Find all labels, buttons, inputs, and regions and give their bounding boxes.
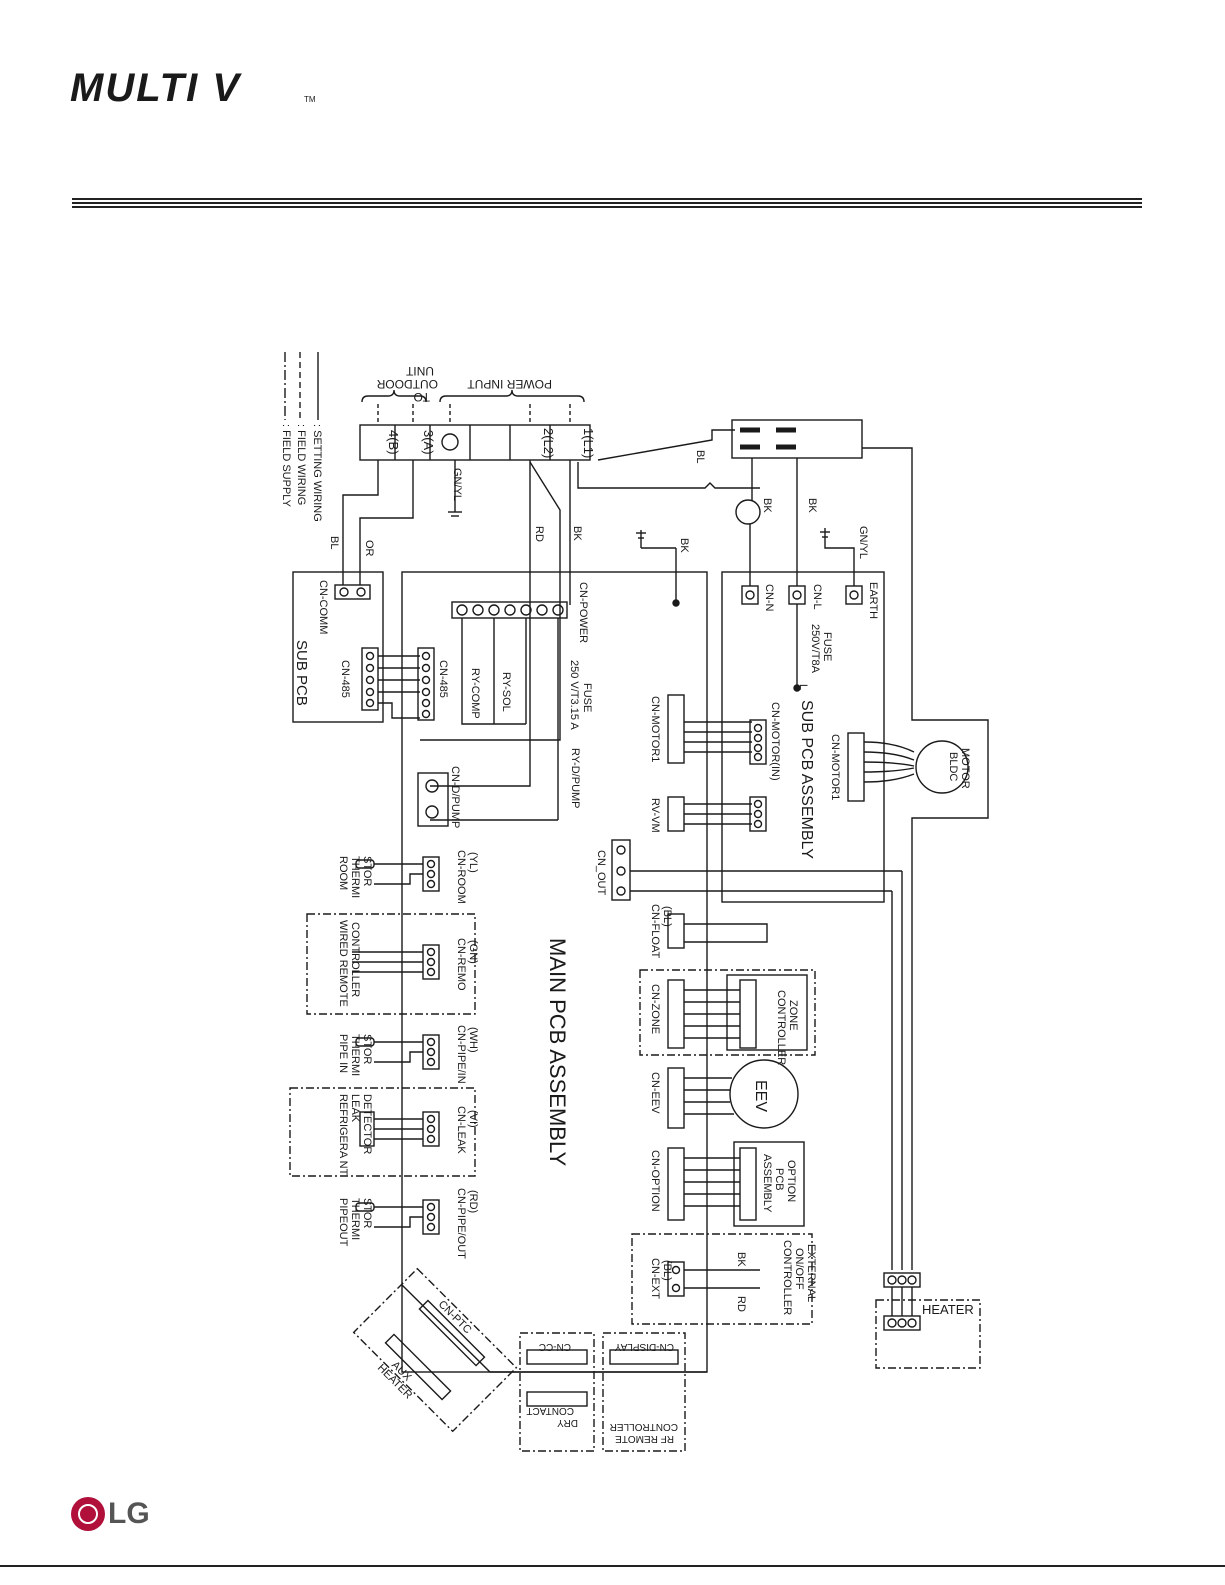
sub-assy-title: SUB PCB ASSEMBLY — [798, 700, 815, 859]
cn-dpump-label: CN-D/PUMP — [449, 766, 461, 828]
cn-motor1-sub-label: CN-MOTOR1 — [829, 734, 841, 800]
cn-n-label: CN-N — [763, 584, 775, 612]
wire-rd-ext: RD — [735, 1296, 747, 1312]
multi-v-logo-text: MULTI V — [70, 68, 242, 108]
wire-bk-2: BK — [678, 538, 690, 553]
legend-setting: : SETTING WIRING — [311, 424, 323, 522]
terminal-1l1: 1(L1) — [581, 428, 596, 458]
fuse-rating: 250 V/T3.15 A — [568, 660, 580, 730]
wire-bk-4: BK — [806, 498, 818, 513]
lamp-icon — [735, 499, 761, 525]
ext-controller-label: EXTERNALON/OFFCONTROLLER — [781, 1240, 817, 1315]
ry-dpump-label: RY-D/PUMP — [569, 748, 581, 809]
cn-l-label: CN-L — [811, 584, 823, 610]
cn-motor-in-label: CN-MOTOR(IN) — [769, 702, 781, 781]
wire-bk-ext: BK — [735, 1252, 747, 1267]
cn-leak-label: CN-LEAK(VI) — [455, 1106, 479, 1154]
heater: HEATER — [630, 870, 981, 1369]
cn-pipein-label: CN-PIPE/IN(WH) — [455, 1025, 479, 1084]
legend-supply: : FIELD SUPPLY — [280, 424, 292, 508]
leak-detector-label: REFRIGERA NTLEAKDETECTOR — [337, 1094, 373, 1176]
legend-field: : FIELD WIRING — [295, 424, 307, 505]
multi-v-logo: MULTI V TM — [70, 68, 316, 108]
cn-motor1-main-label: CN-MOTOR1 — [649, 696, 661, 762]
wire-gnyl-2: GN/YL — [857, 526, 869, 559]
option-pcb-label: OPTIONPCBASSEMBLY — [761, 1154, 797, 1213]
wire-bl-2: BL — [694, 450, 706, 463]
footer-rule — [0, 1565, 1225, 1567]
main-pcb-title: MAIN PCB ASSEMBLY — [545, 938, 570, 1167]
ground-terminal-icon — [441, 433, 459, 451]
cn-power-label: CN-POWER — [577, 582, 589, 643]
earth-label: EARTH — [867, 582, 879, 619]
main-pcb: MAIN PCB ASSEMBLY CN-POWER FUSE 250 V/T3… — [289, 571, 817, 1373]
bldc-motor-label: BLDCMOTOR — [947, 748, 971, 789]
rv-vm-label: RV-VM — [649, 798, 661, 833]
cn-485-a-label: CN-485 — [339, 660, 351, 698]
cn-pipeout-label: CN-PIPE/OUT(RD) — [455, 1188, 479, 1259]
lg-wordmark: LG — [108, 1497, 150, 1530]
power-wires: BL OR GN/YL RD BK BL — [328, 429, 760, 741]
cn-zone-label: CN-ZONE — [649, 984, 661, 1034]
cn-float-label: CN-FLOAT(BL) — [649, 904, 673, 958]
cn-485-b-label: CN-485 — [437, 660, 449, 698]
wire-bk-3: BK — [761, 498, 773, 513]
header-rule — [72, 198, 1142, 208]
terminal-2l2: 2(L2) — [541, 428, 556, 458]
power-input-label: POWER INPUT — [467, 377, 552, 391]
eev-label: EEV — [752, 1080, 769, 1112]
wired-remote-label: WIRED REMOTECONTROLLER — [337, 920, 361, 1007]
wire-or: OR — [363, 540, 375, 557]
ground-icon: BK — [636, 530, 690, 607]
lg-logo — [71, 1497, 105, 1531]
to-outdoor-unit-label: TOOUTDOORUNIT — [376, 364, 438, 404]
sub-pcb-title: SUB PCB — [293, 640, 310, 706]
ry-comp-label: RY-COMP — [469, 668, 481, 719]
wire-bl-1: BL — [328, 536, 340, 549]
bldc-motor-icon — [915, 740, 969, 794]
l-label: L — [797, 684, 809, 690]
cn-eev-label: CN-EEV — [649, 1072, 661, 1114]
sub-pcb-assembly: SUB PCB ASSEMBLY EARTH CN-L CN-N FUSE 25… — [721, 571, 971, 903]
cn-room-label: CN-ROOM(YL) — [455, 850, 479, 904]
sub-pcb: CN-COMM SUB PCB CN-485 CN-485 — [292, 571, 449, 723]
pipeout-thermistor-label: PIPEOUTTHERMISTOR — [337, 1198, 373, 1247]
dry-contact-label: DRYCONTACT — [526, 1405, 578, 1428]
sub-fuse-rating: 250V/T8A — [809, 624, 821, 674]
ry-sol-label: RY-SOL — [500, 672, 512, 712]
cn-comm-label: CN-COMM — [317, 580, 329, 634]
aux-heater-label: AUXHEATER — [375, 1354, 423, 1402]
terminal-4b: 4(B) — [386, 430, 401, 455]
wire-rd: RD — [533, 526, 545, 542]
eev-icon — [729, 1059, 799, 1129]
cn-display-label: CN-DISPLAY — [614, 1341, 674, 1352]
wire-bk-1: BK — [571, 526, 583, 541]
cn-ext-label: CN-EXT(BL) — [649, 1258, 673, 1299]
wire-gnyl-1: GN/YL — [451, 468, 463, 501]
trademark-mark: TM — [304, 95, 316, 104]
fuse-label: FUSE — [581, 683, 593, 712]
cn-cc-label: CN-CC — [539, 1341, 571, 1352]
sub-fuse-label: FUSE — [821, 632, 833, 661]
terminal-3a: 3(A) — [421, 430, 436, 455]
heater-label: HEATER — [922, 1302, 974, 1317]
room-thermistor-label: ROOMTHERMISTOR — [337, 856, 373, 898]
zone-controller-label: ZONECONTROLLER — [775, 990, 799, 1065]
legend: : SETTING WIRING : FIELD WIRING : FIELD … — [280, 352, 323, 522]
rf-remote-label: RF REMOTECONTROLLER — [610, 1421, 678, 1444]
pipein-thermistor-label: PIPE INTHERMISTOR — [337, 1034, 373, 1076]
lg-logo-face-icon — [78, 1504, 98, 1524]
contactor: BK BK GN/YL — [731, 419, 989, 1270]
terminal-block: 4(B) 3(A) 2(L2) 1(L1) TOOUTDOORUNIT POWE… — [359, 364, 596, 461]
cn-out-label: CN_OUT — [595, 850, 607, 896]
cn-remo-label: CN-REMO(GN) — [455, 938, 479, 991]
cn-option-label: CN-OPTION — [649, 1150, 661, 1212]
